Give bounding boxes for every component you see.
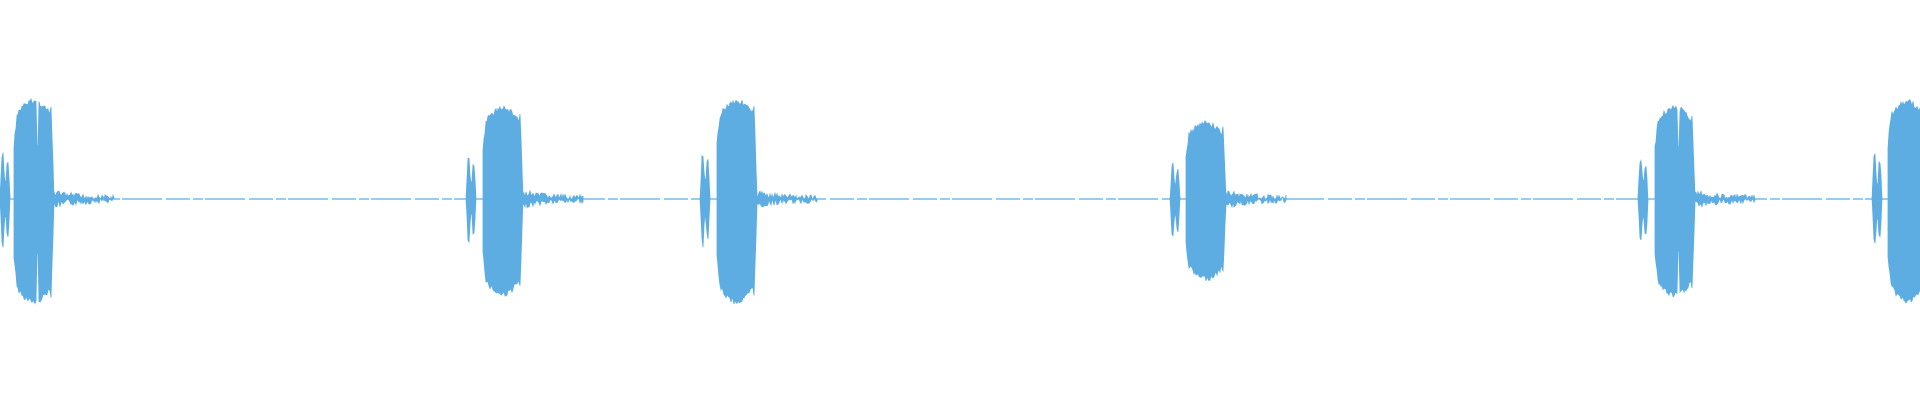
burst-3-body (716, 99, 758, 305)
burst-2-prepulse (465, 157, 477, 244)
burst-1-prepulse (0, 152, 11, 248)
burst-5-tail (1694, 190, 1756, 208)
burst-1-tail (53, 190, 115, 207)
burst-4-tail (1225, 190, 1287, 209)
waveform-bursts (0, 97, 1920, 305)
burst-5-prepulse (1637, 159, 1649, 241)
burst-6-body (1887, 99, 1920, 304)
burst-1-body (13, 97, 55, 305)
burst-4-prepulse (1169, 162, 1181, 237)
burst-3-tail (756, 190, 818, 208)
burst-4-body (1185, 119, 1227, 281)
burst-2-tail (522, 189, 584, 209)
burst-2-body (482, 105, 524, 297)
burst-3-prepulse (699, 155, 711, 248)
burst-5-body (1654, 104, 1696, 298)
burst-6-prepulse (1871, 153, 1883, 244)
